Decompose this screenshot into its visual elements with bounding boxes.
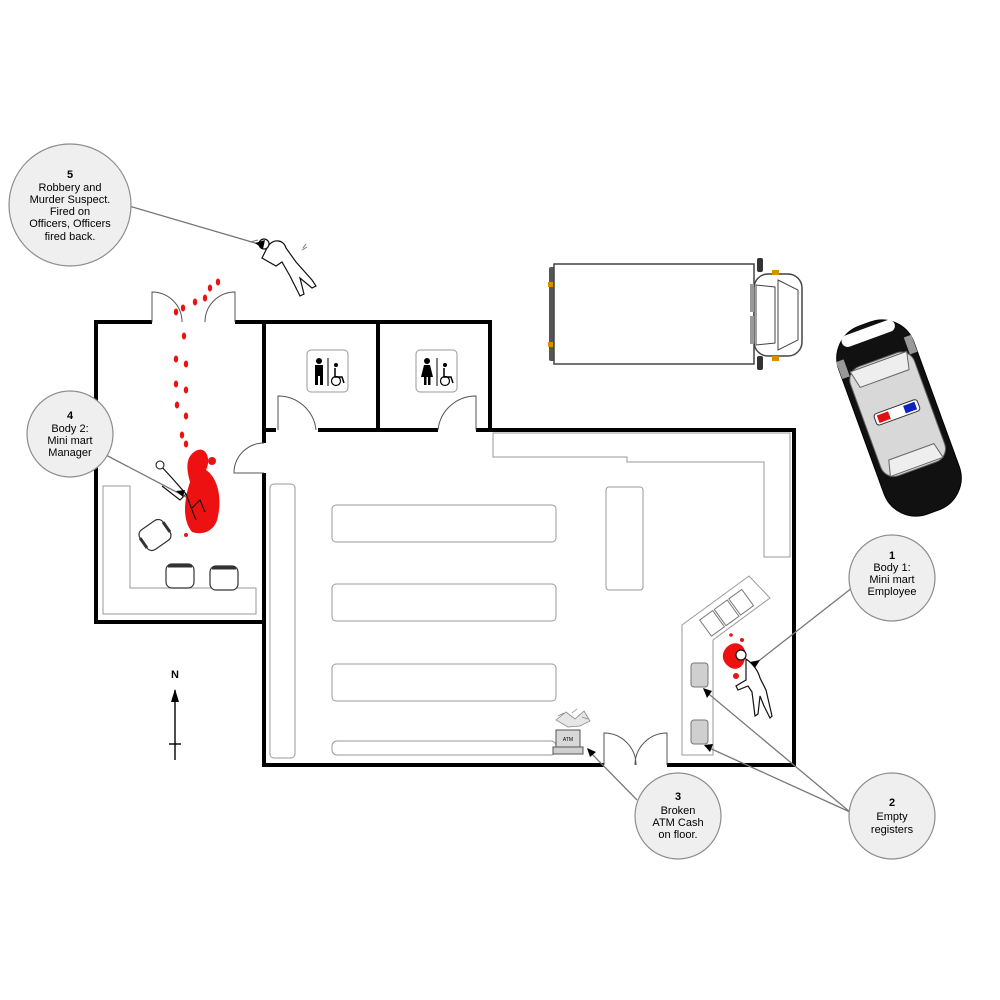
leader-lines bbox=[103, 205, 858, 813]
empty-register-2 bbox=[690, 719, 709, 745]
callout-2: 2 Empty registers bbox=[848, 772, 936, 860]
police-car-icon bbox=[836, 319, 962, 517]
callout-1-line-2: Mini mart bbox=[869, 574, 914, 586]
atm-label: ATM bbox=[563, 737, 573, 743]
callout-5-number: 5 bbox=[67, 169, 73, 181]
callout-3-line-1: Broken bbox=[661, 805, 696, 817]
callout-3-number: 3 bbox=[675, 791, 681, 803]
callout-5-line-4: Officers, Officers bbox=[29, 218, 111, 230]
callout-5: 5 Robbery and Murder Suspect. Fired on O… bbox=[8, 143, 132, 267]
female-restroom-icon bbox=[415, 349, 458, 393]
body-suspect bbox=[249, 238, 317, 297]
office-chairs bbox=[138, 518, 239, 591]
callout-3: 3 Broken ATM Cash on floor. bbox=[634, 772, 722, 860]
callout-5-line-3: Fired on bbox=[50, 206, 90, 218]
callout-3-line-3: on floor. bbox=[658, 829, 697, 841]
callout-1-line-1: Body 1: bbox=[873, 562, 910, 574]
callout-1-number: 1 bbox=[889, 550, 895, 562]
callout-2-line-1: Empty bbox=[876, 811, 908, 823]
building-walls bbox=[94, 320, 796, 767]
callout-1: 1 Body 1: Mini mart Employee bbox=[848, 534, 936, 622]
checkout-counter bbox=[681, 575, 771, 756]
delivery-truck-icon bbox=[548, 258, 803, 370]
callout-5-line-1: Robbery and bbox=[39, 182, 102, 194]
blood-footprints bbox=[173, 278, 221, 448]
callout-4-line-3: Manager bbox=[48, 447, 92, 459]
north-arrow-icon: N bbox=[169, 669, 181, 760]
empty-register-1 bbox=[690, 662, 709, 688]
doors bbox=[151, 291, 668, 766]
wheelchair-icon bbox=[330, 363, 345, 387]
office-desk bbox=[102, 485, 257, 615]
north-label: N bbox=[171, 669, 179, 681]
office-door-gap bbox=[152, 317, 235, 327]
callout-2-number: 2 bbox=[889, 797, 895, 809]
callout-2-line-2: registers bbox=[871, 824, 914, 836]
callout-4-line-2: Mini mart bbox=[47, 435, 92, 447]
male-restroom-icon bbox=[306, 349, 349, 393]
store-shelves bbox=[269, 432, 791, 759]
callout-4: 4 Body 2: Mini mart Manager bbox=[26, 390, 114, 478]
atm-icon: ATM bbox=[552, 708, 591, 755]
body-1-employee bbox=[722, 633, 773, 720]
callout-1-line-3: Employee bbox=[868, 586, 917, 598]
callout-5-line-2: Murder Suspect. bbox=[30, 194, 111, 206]
callout-4-number: 4 bbox=[67, 410, 74, 422]
callout-5-line-5: fired back. bbox=[45, 231, 96, 243]
callout-3-line-2: ATM Cash bbox=[652, 817, 703, 829]
callout-4-line-1: Body 2: bbox=[51, 423, 88, 435]
